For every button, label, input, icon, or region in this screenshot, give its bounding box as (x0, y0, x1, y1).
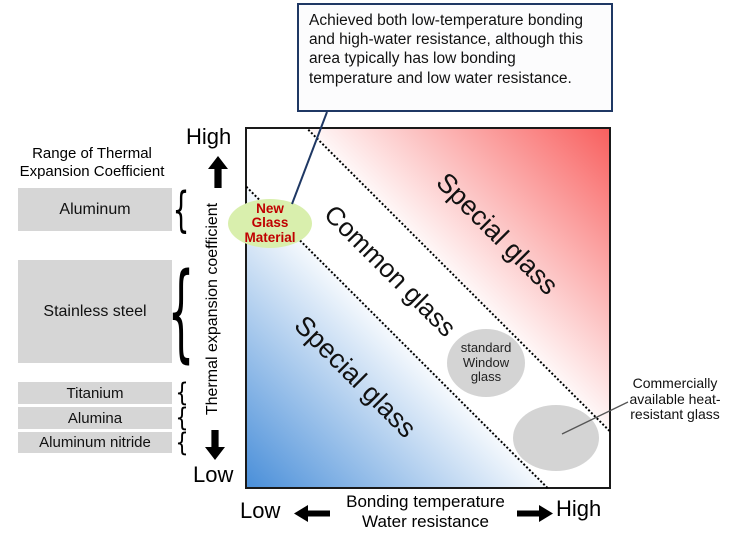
arrow-down-icon (205, 430, 225, 460)
brace-stainless-steel: { (167, 249, 195, 373)
material-label: Stainless steel (43, 302, 147, 320)
material-box-stainless-steel: Stainless steel (18, 260, 172, 363)
brace-aluminum-nitride: { (175, 428, 189, 458)
material-box-titanium: Titanium (18, 382, 172, 404)
y-axis-low-label: Low (193, 462, 234, 487)
standard-window-glass-label: standard Window glass (460, 340, 512, 385)
heat-resistant-glass-ellipse (513, 405, 599, 471)
new-glass-material-label: New Glass Material (244, 201, 296, 245)
brace-alumina: { (175, 403, 189, 433)
brace-aluminum: { (172, 182, 190, 238)
heat-resistant-glass-label: Commercially available heat-resistant gl… (629, 375, 721, 423)
standard-window-glass-ellipse: standard Window glass (447, 329, 525, 397)
material-box-aluminum-nitride: Aluminum nitride (18, 432, 172, 453)
y-axis-title: Thermal expansion coefficient (204, 202, 221, 416)
x-axis-low-label: Low (240, 498, 281, 523)
arrow-left-icon (294, 505, 330, 522)
x-axis-title: Bonding temperature Water resistance (338, 492, 513, 532)
arrow-up-icon (208, 156, 228, 188)
x-axis-title-line2: Water resistance (362, 512, 489, 532)
brace-titanium: { (175, 378, 189, 408)
material-label: Titanium (66, 384, 124, 402)
arrow-right-icon (517, 505, 553, 522)
material-label: Aluminum nitride (39, 434, 151, 451)
new-glass-material-ellipse: New Glass Material (228, 199, 312, 248)
x-axis-high-label: High (556, 496, 602, 521)
material-label: Aluminum (59, 200, 131, 218)
material-label: Alumina (67, 409, 123, 427)
y-axis-high-label: High (186, 124, 232, 149)
material-box-alumina: Alumina (18, 407, 172, 429)
chart-area: Special glass Common glass Special glass… (245, 127, 611, 489)
callout-text: Achieved both low-temperature bonding an… (309, 12, 584, 87)
legend-title: Range of Thermal Expansion Coefficient (19, 145, 165, 180)
x-axis-title-line1: Bonding temperature (346, 492, 505, 511)
material-box-aluminum: Aluminum (18, 188, 172, 231)
callout-box: Achieved both low-temperature bonding an… (297, 3, 613, 112)
